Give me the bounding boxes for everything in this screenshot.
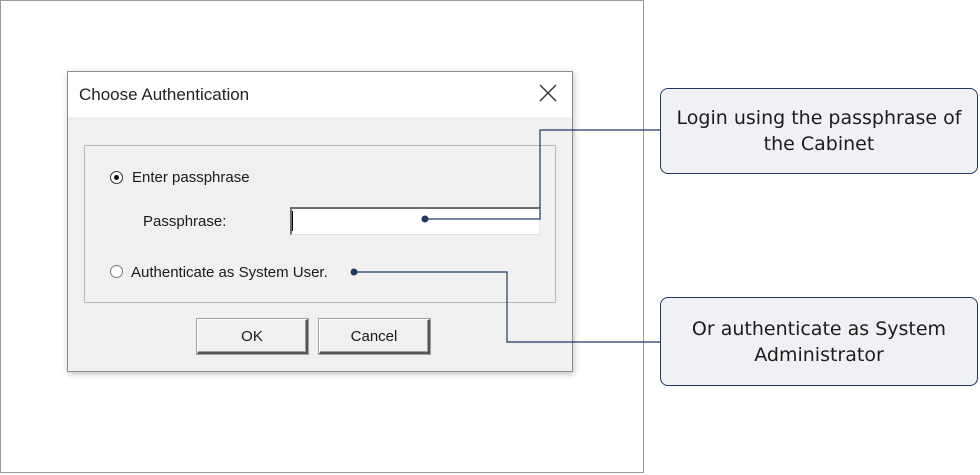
dialog-titlebar: Choose Authentication [68, 72, 572, 117]
passphrase-input[interactable] [290, 207, 540, 235]
choose-authentication-dialog: Choose Authentication Enter passphrase P… [67, 71, 573, 372]
callout-passphrase: Login using the passphrase of the Cabine… [660, 88, 978, 174]
callout-system-admin: Or authenticate as System Administrator [660, 297, 978, 386]
callout-system-admin-text: Or authenticate as System Administrator [691, 317, 947, 366]
radio-authenticate-system-user[interactable] [110, 265, 123, 278]
enter-passphrase-label[interactable]: Enter passphrase [132, 169, 250, 186]
close-icon[interactable] [538, 83, 558, 103]
auth-options-group [84, 145, 556, 303]
radio-enter-passphrase[interactable] [110, 171, 123, 184]
authenticate-system-user-label[interactable]: Authenticate as System User. [131, 264, 328, 281]
leader-dot-passphrase [421, 215, 429, 223]
callout-passphrase-text: Login using the passphrase of the Cabine… [676, 107, 962, 155]
passphrase-field-label: Passphrase: [143, 213, 227, 230]
dialog-title: Choose Authentication [79, 85, 250, 104]
ok-button[interactable]: OK [197, 319, 308, 354]
leader-line-passphrase [425, 129, 660, 220]
leader-line-system [354, 271, 660, 343]
text-caret [292, 211, 293, 231]
cancel-button[interactable]: Cancel [319, 319, 430, 354]
leader-dot-system [350, 268, 358, 276]
